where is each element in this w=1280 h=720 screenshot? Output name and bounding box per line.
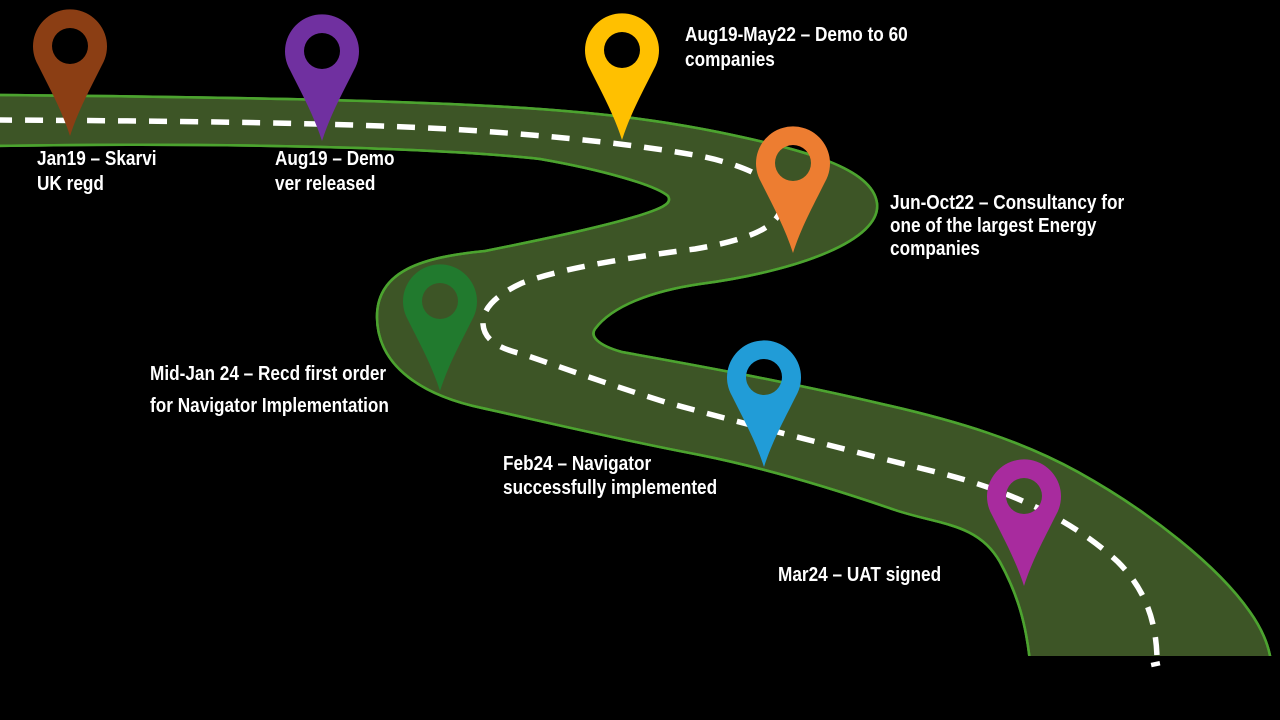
milestone-label-aug19: Aug19 – Demo ver released: [275, 147, 394, 197]
milestone-label-aug19may22: Aug19-May22 – Demo to 60 companies: [685, 23, 908, 73]
pin-icon-jan19: [33, 9, 107, 136]
milestone-label-feb24: Feb24 – Navigator successfully implement…: [503, 452, 717, 500]
pin-icon-midjan24: [403, 264, 477, 391]
road-centerline: [0, 117, 1160, 656]
label-line: Jan19 – Skarvi: [37, 148, 157, 170]
label-line: Aug19 – Demo: [275, 148, 395, 170]
road-end-dash: [1150, 661, 1161, 668]
milestone-label-junoct22: Jun-Oct22 – Consultancy for one of the l…: [890, 192, 1124, 261]
label-line: UK regd: [37, 173, 104, 195]
pin-icon-feb24: [727, 340, 801, 467]
pin-icon-aug19: [285, 14, 359, 141]
label-line: Mid-Jan 24 – Recd first order: [150, 363, 387, 385]
label-line: Mar24 – UAT signed: [778, 564, 942, 586]
pin-icon-junoct22: [756, 126, 830, 253]
milestone-label-mar24: Mar24 – UAT signed: [778, 563, 941, 587]
milestone-pins: [33, 9, 1061, 586]
milestone-label-midjan24: Mid-Jan 24 – Recd first order for Naviga…: [150, 358, 389, 422]
label-line: successfully implemented: [503, 477, 718, 499]
label-line: ver released: [275, 173, 376, 195]
label-line: Feb24 – Navigator: [503, 453, 652, 475]
label-line: Jun-Oct22 – Consultancy for: [890, 192, 1125, 214]
road-edge-line: [0, 93, 1272, 656]
label-line: for Navigator Implementation: [150, 395, 389, 417]
pin-icon-aug19may22: [585, 13, 659, 140]
label-line: Aug19-May22 – Demo to 60: [685, 24, 908, 46]
label-line: companies: [685, 49, 775, 71]
milestone-label-jan19: Jan19 – Skarvi UK regd: [37, 147, 157, 197]
label-line: companies: [890, 238, 980, 260]
label-line: one of the largest Energy: [890, 215, 1097, 237]
pin-icon-mar24: [987, 459, 1061, 586]
